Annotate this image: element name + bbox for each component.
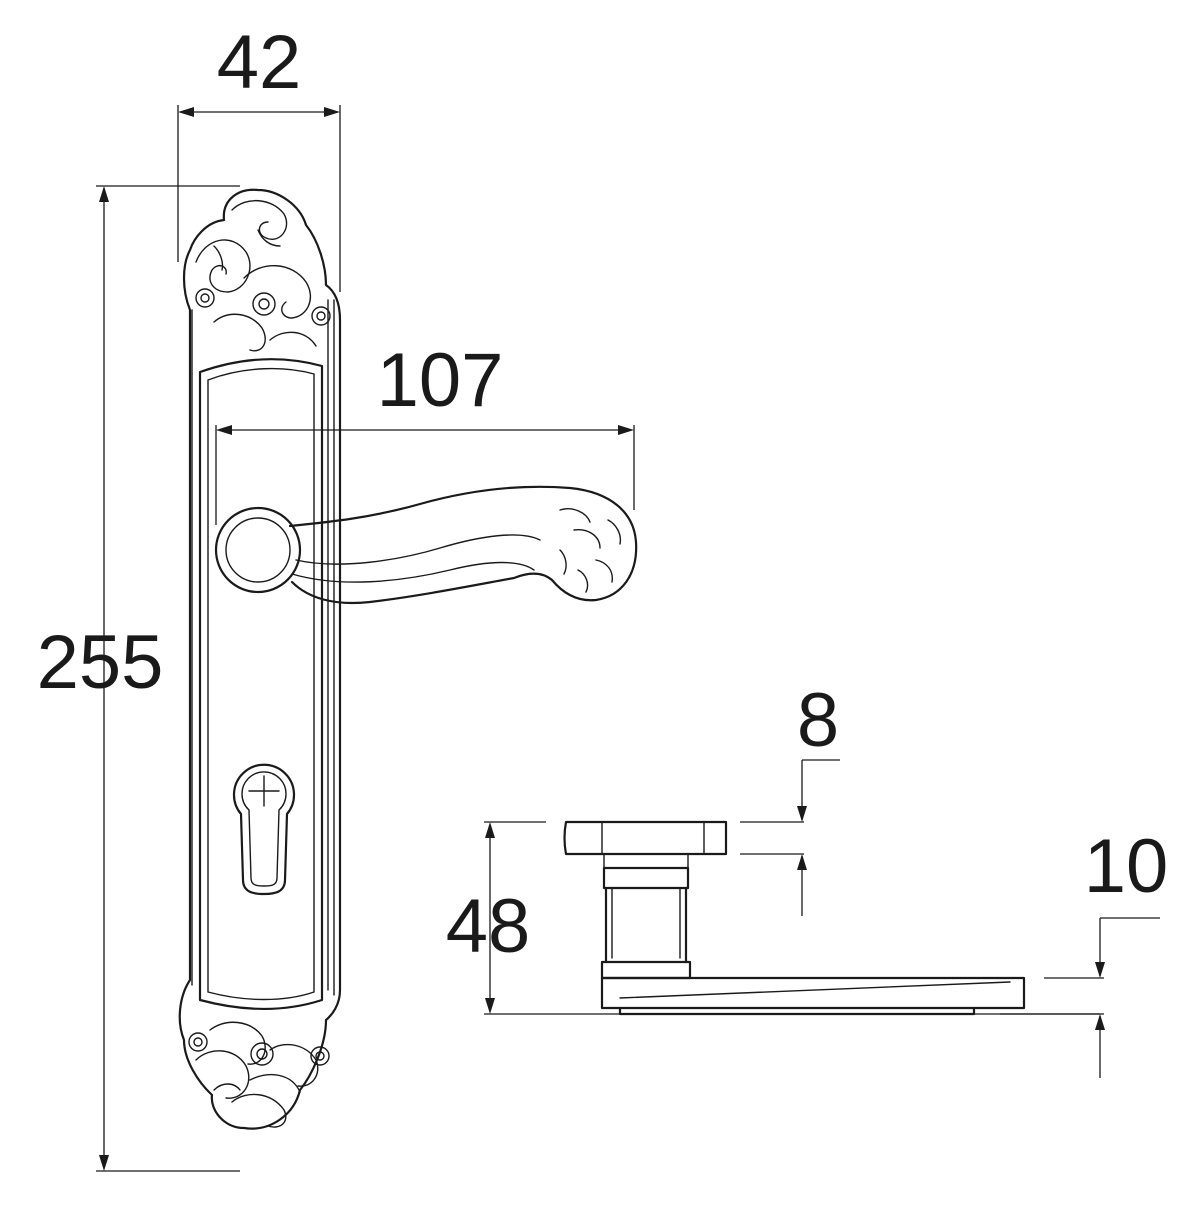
side-view — [563, 820, 1026, 1016]
dim-rose-thickness: 8 — [740, 678, 840, 916]
lever-side — [600, 976, 1026, 1010]
dim-label-10: 10 — [1084, 824, 1169, 909]
dim-plate-width: 42 — [177, 20, 341, 292]
dim-label-8: 8 — [797, 678, 839, 763]
rose — [563, 820, 728, 856]
dim-projection: 48 — [446, 821, 1100, 1015]
dim-label-107: 107 — [377, 338, 504, 423]
bottom-ornament — [188, 1021, 330, 1128]
dim-label-48: 48 — [446, 884, 531, 969]
lever-handle — [214, 485, 638, 605]
backplate — [178, 188, 342, 1130]
dim-label-255: 255 — [37, 620, 164, 705]
top-ornament — [195, 199, 331, 352]
dim-lever-thickness: 10 — [1000, 824, 1168, 1078]
dim-lever-length: 107 — [215, 338, 635, 525]
keyhole — [232, 763, 296, 896]
dim-plate-height: 255 — [37, 185, 240, 1172]
dim-label-42: 42 — [217, 20, 302, 105]
